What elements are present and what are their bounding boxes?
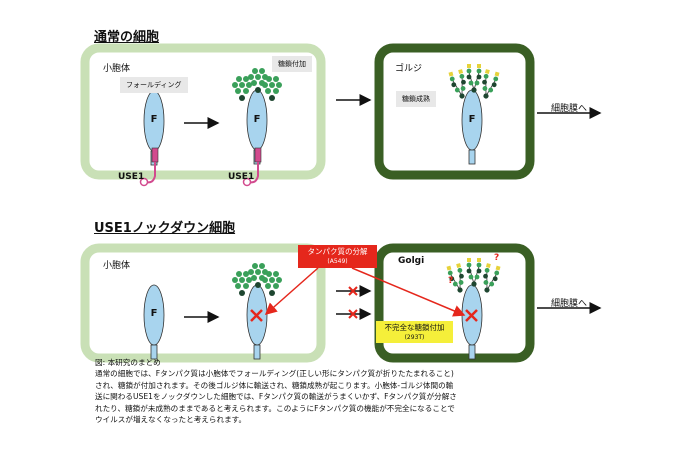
f-letter-1: F bbox=[150, 114, 158, 125]
cross-mark-golgi bbox=[465, 309, 478, 322]
golgi-label-normal: ゴルジ bbox=[395, 64, 423, 74]
caption-heading: 図: 本研究のまとめ bbox=[95, 358, 161, 367]
er-label-knockdown: 小胞体 bbox=[103, 261, 131, 271]
incomplete-glyco-callout: 不完全な糖鎖付加 (293T) bbox=[376, 321, 453, 343]
use1-molecule-2 bbox=[242, 147, 262, 187]
glyco-mature-label: 糖鎖成熟 bbox=[396, 91, 436, 107]
cross-mark-transport-bottom bbox=[348, 309, 358, 319]
f-letter-4: F bbox=[150, 308, 158, 319]
section-title-knockdown: USE1ノックダウン細胞 bbox=[94, 221, 236, 236]
er-label-normal: 小胞体 bbox=[103, 64, 131, 74]
cross-mark-transport-top bbox=[348, 286, 358, 296]
cross-mark-er bbox=[250, 309, 263, 322]
caption-line: され、糖鎖が付加されます。その後ゴルジ体に輸送され、糖鎖成熟が起こります。小胞体… bbox=[95, 380, 454, 390]
degradation-cell-line: (A549) bbox=[327, 258, 348, 265]
caption-line: 通常の細胞では、Fタンパク質は小胞体でフォールディング(正しい形にタンパク質が折… bbox=[95, 369, 454, 379]
incomplete-label: 不完全な糖鎖付加 bbox=[384, 323, 445, 332]
question-mark-2: ? bbox=[448, 276, 454, 286]
figure-caption: 図: 本研究のまとめ 通常の細胞では、Fタンパク質は小胞体でフォールディング(正… bbox=[95, 357, 615, 425]
question-mark-1: ? bbox=[494, 253, 500, 263]
f-letter-2: F bbox=[253, 114, 261, 125]
caption-line: れたり、糖鎖が未成熟のままであると考えられます。このようにFタンパク質の機能が不… bbox=[95, 403, 455, 413]
use1-label-1: USE1 bbox=[118, 172, 145, 182]
incomplete-cell-line: (293T) bbox=[404, 334, 425, 341]
f-letter-3: F bbox=[468, 114, 476, 125]
folding-label: フォールディング bbox=[120, 77, 188, 93]
use1-molecule bbox=[139, 147, 159, 187]
arrow-degradation-er bbox=[264, 267, 319, 315]
degradation-callout: タンパク質の分解 (A549) bbox=[298, 245, 377, 268]
arrow-degradation-golgi bbox=[351, 267, 466, 317]
degradation-label: タンパク質の分解 bbox=[307, 247, 368, 256]
golgi-compartment-normal bbox=[374, 43, 535, 180]
caption-line: 送に関わるUSE1をノックダウンした細胞では、Fタンパク質の輸送がうまくいかず、… bbox=[95, 392, 457, 402]
golgi-label-knockdown: Golgi bbox=[398, 256, 425, 266]
membrane-label-normal: 細胞膜へ bbox=[551, 104, 588, 114]
glyco-add-label: 糖鎖付加 bbox=[272, 56, 312, 72]
section-title-normal: 通常の細胞 bbox=[94, 30, 160, 45]
membrane-label-knockdown: 細胞膜へ bbox=[551, 299, 588, 309]
caption-line: ウイルスが増えなくなったと考えられます。 bbox=[95, 415, 247, 425]
use1-label-2: USE1 bbox=[228, 172, 255, 182]
